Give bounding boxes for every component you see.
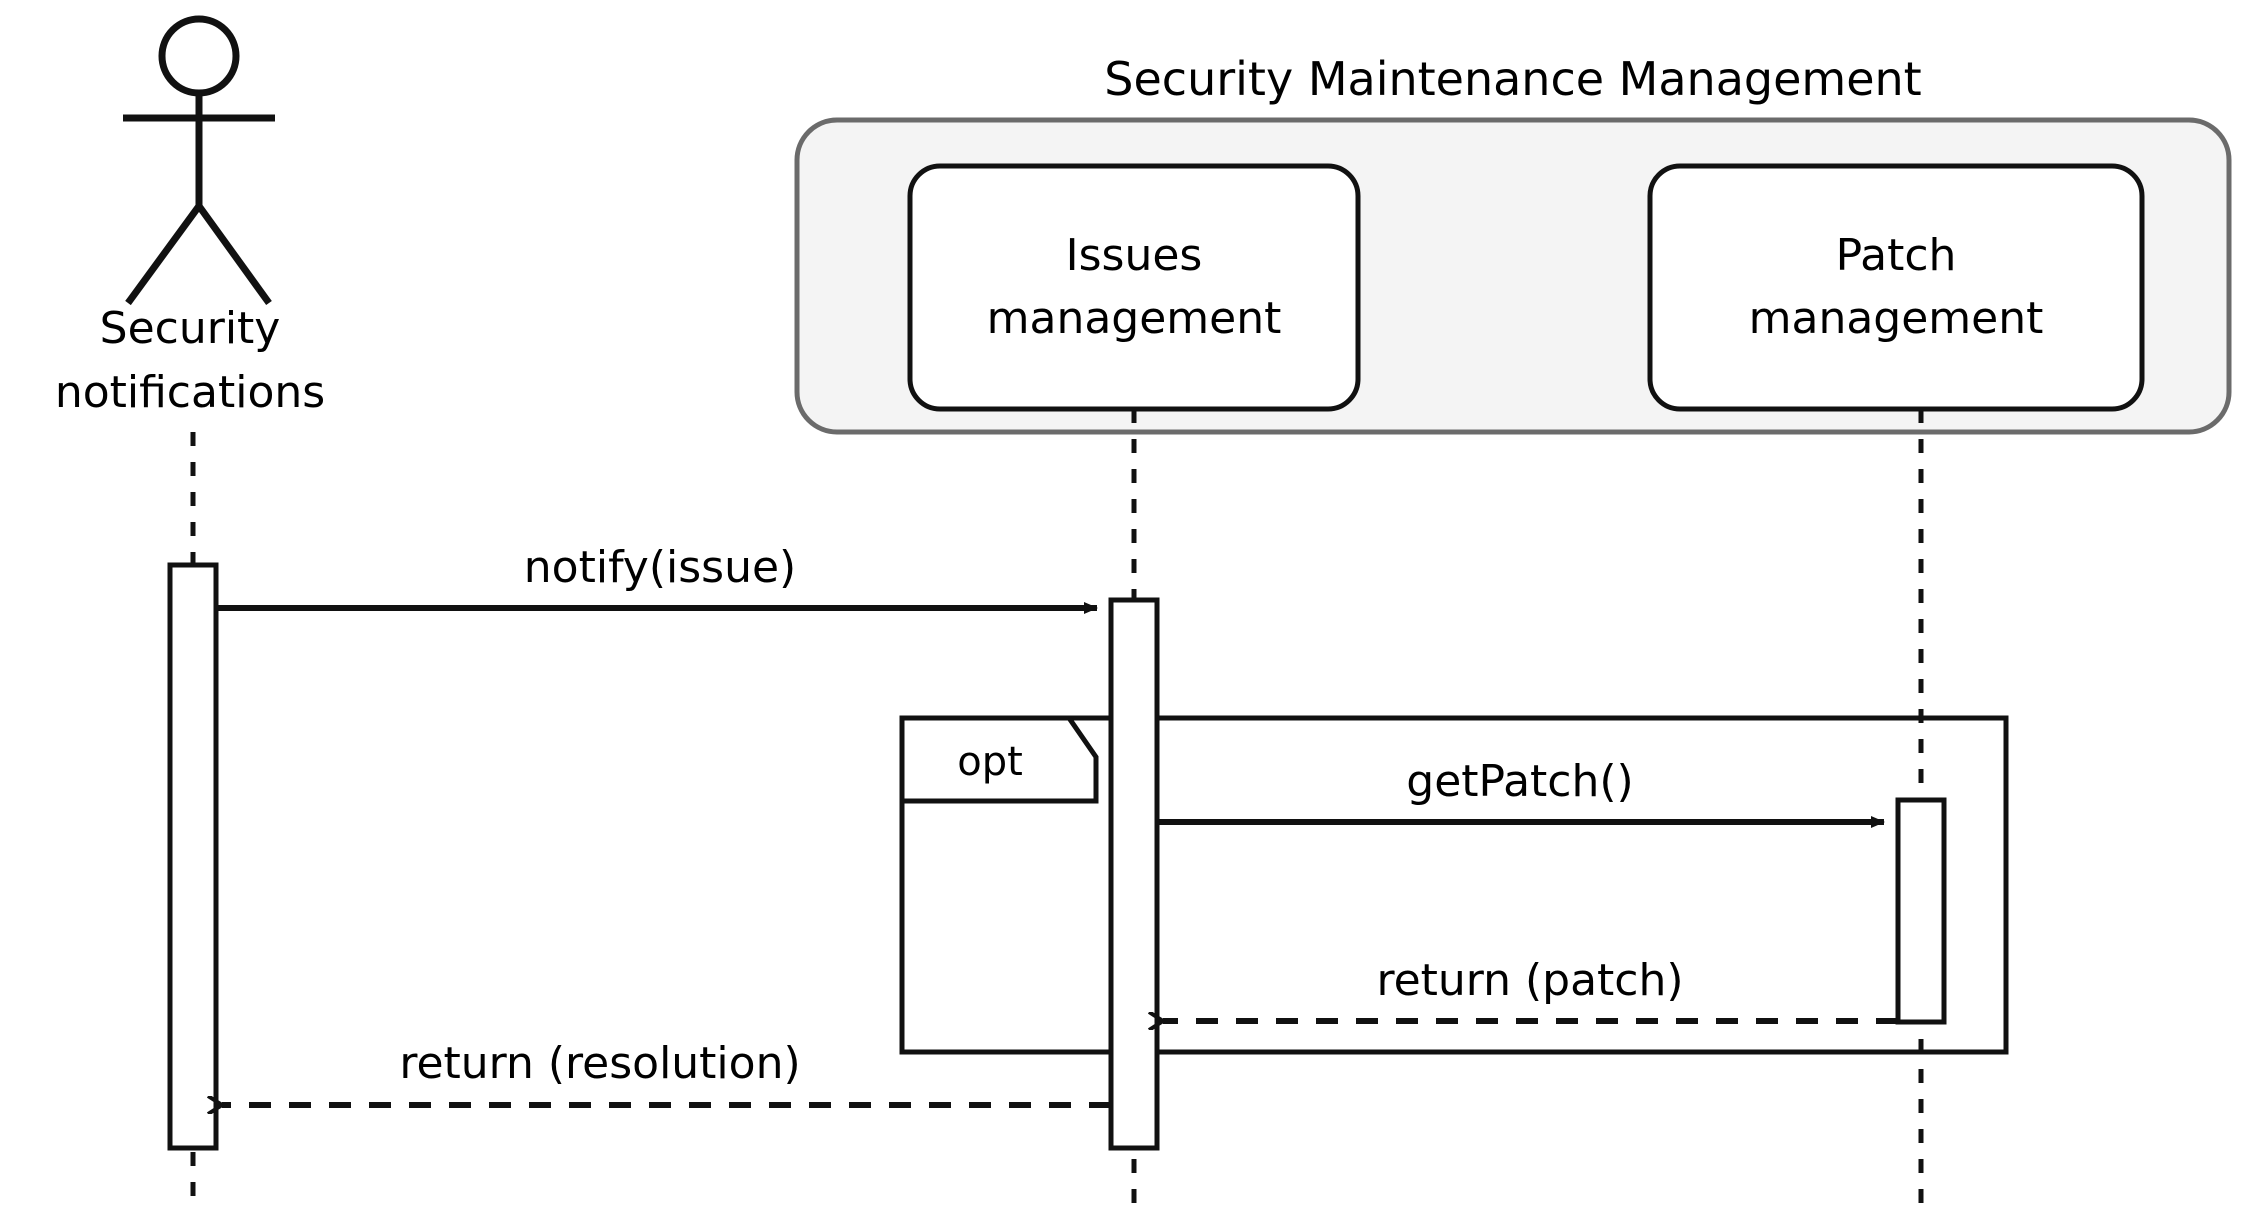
actor-label-line1: Security bbox=[100, 303, 281, 354]
actor-stick-figure-icon bbox=[123, 15, 275, 306]
participant-patch-label-line2: management bbox=[1749, 293, 2044, 344]
message-label-return-patch: return (patch) bbox=[1376, 955, 1683, 1006]
participant-box-issues-management[interactable] bbox=[907, 163, 1361, 412]
participant-issues-label-line2: management bbox=[987, 293, 1282, 344]
fragment-opt-tab bbox=[902, 715, 1099, 804]
fragment-opt-box bbox=[899, 715, 2009, 1055]
fragment-opt-label: opt bbox=[957, 739, 1023, 785]
message-label-notify-issue: notify(issue) bbox=[524, 542, 796, 593]
activation-bar-patch-management bbox=[1895, 797, 1947, 1025]
participant-box-patch-management[interactable] bbox=[1647, 163, 2145, 412]
activation-bar-actor bbox=[167, 562, 219, 1151]
participant-issues-label-line1: Issues bbox=[1066, 230, 1203, 281]
system-title: Security Maintenance Management bbox=[1104, 52, 1921, 106]
actor-label-line2: notifications bbox=[55, 367, 325, 418]
message-label-get-patch: getPatch() bbox=[1406, 756, 1633, 807]
activation-bar-issues-management bbox=[1108, 597, 1160, 1151]
participant-patch-label-line1: Patch bbox=[1836, 230, 1957, 281]
message-label-return-resolution: return (resolution) bbox=[399, 1038, 800, 1089]
